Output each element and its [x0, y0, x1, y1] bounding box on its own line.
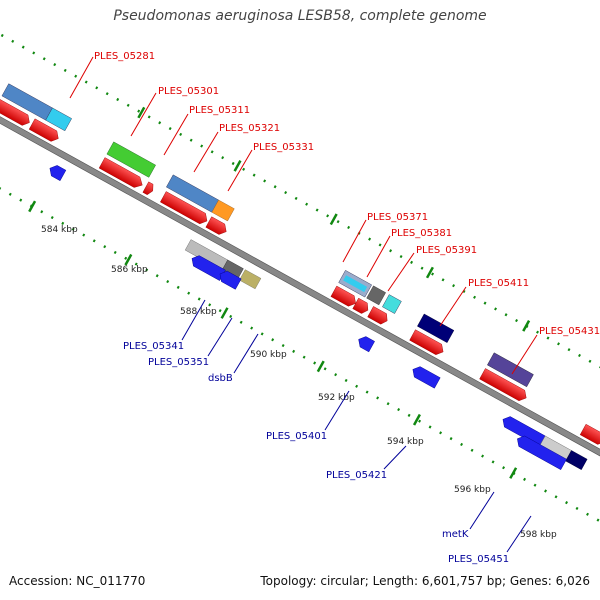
leader-line	[366, 235, 391, 278]
map-title: Pseudomonas aeruginosa LESB58, complete …	[113, 8, 487, 24]
guide-line-outer	[0, 33, 600, 405]
gene-arrow[interactable]	[500, 414, 546, 447]
gene-block[interactable]	[45, 107, 72, 132]
gene-arrow[interactable]	[367, 306, 390, 326]
leader-line	[69, 56, 94, 99]
kbp-label: 590 kbp	[250, 350, 287, 360]
leader-line	[342, 219, 367, 263]
gene-block[interactable]	[487, 352, 534, 388]
leader-line	[207, 317, 233, 357]
bottom-row-2	[189, 253, 567, 470]
leader-line	[130, 92, 157, 137]
gene-block[interactable]	[565, 450, 588, 470]
gene-arrow[interactable]	[352, 297, 371, 315]
kbp-ticks	[28, 106, 531, 479]
track-frame	[0, 33, 600, 523]
gene-block[interactable]	[106, 141, 156, 178]
bottom-gene-labels: PLES_05341 PLES_05351 dsbB PLES_05401 PL…	[123, 299, 532, 565]
leader-line	[227, 149, 253, 192]
gene-block[interactable]	[239, 269, 262, 290]
genome-backbone	[0, 97, 600, 473]
leader-line	[193, 131, 219, 173]
gene-arrow[interactable]	[330, 285, 359, 309]
gene-arrow[interactable]	[98, 157, 145, 191]
bottom-row-1	[47, 163, 588, 470]
leader-line	[181, 299, 206, 341]
gene-label[interactable]: PLES_05371	[367, 212, 428, 223]
gene-label[interactable]: dsbB	[208, 373, 233, 384]
gene-arrow[interactable]	[28, 118, 61, 144]
gene-label[interactable]: PLES_05411	[468, 278, 529, 289]
gene-label[interactable]: PLES_05341	[123, 341, 184, 352]
gene-arrow[interactable]	[0, 99, 32, 127]
gene-arrow[interactable]	[217, 269, 242, 290]
leader-line	[469, 491, 495, 530]
gene-label[interactable]: PLES_05431	[539, 326, 600, 337]
leader-line	[439, 286, 467, 327]
gene-block[interactable]	[417, 313, 455, 343]
gene-label[interactable]: metK	[442, 529, 469, 540]
gene-arrow[interactable]	[160, 191, 210, 227]
leader-line	[506, 515, 532, 553]
gene-arrow[interactable]	[205, 216, 229, 237]
gene-label[interactable]: PLES_05451	[448, 554, 509, 565]
gene-arrow[interactable]	[47, 163, 67, 182]
gene-arrow[interactable]	[479, 368, 530, 403]
kbp-label: 592 kbp	[318, 393, 355, 403]
kbp-label: 586 kbp	[111, 265, 148, 275]
gene-label[interactable]: PLES_05321	[219, 123, 280, 134]
gene-arrow[interactable]	[514, 434, 567, 470]
gene-block[interactable]	[382, 294, 402, 314]
leader-line	[383, 445, 407, 470]
gene-arrow[interactable]	[409, 329, 446, 357]
top-row-red	[0, 99, 600, 447]
gene-label[interactable]: PLES_05301	[158, 86, 219, 97]
gene-arrow[interactable]	[142, 181, 156, 196]
accession-text: Accession: NC_011770	[9, 574, 146, 588]
leader-line	[511, 334, 538, 375]
kbp-label: 596 kbp	[454, 485, 491, 495]
gene-arrow[interactable]	[410, 364, 441, 389]
topology-text: Topology: circular; Length: 6,601,757 bp…	[260, 574, 590, 588]
gene-label[interactable]: PLES_05311	[189, 105, 250, 116]
guide-line-inner	[0, 151, 600, 523]
leader-line	[387, 252, 415, 292]
leader-line	[233, 333, 259, 374]
leader-line	[324, 390, 350, 431]
gene-label[interactable]: PLES_05391	[416, 245, 477, 256]
kbp-label: 598 kbp	[520, 530, 557, 540]
gene-arrow[interactable]	[579, 423, 600, 447]
leader-line	[163, 113, 189, 156]
gene-label[interactable]: PLES_05381	[391, 228, 452, 239]
gene-label[interactable]: PLES_05351	[148, 357, 209, 368]
kbp-label: 594 kbp	[387, 437, 424, 447]
top-row-colored	[1, 83, 534, 388]
gene-label[interactable]: PLES_05421	[326, 470, 387, 481]
kbp-label: 584 kbp	[41, 225, 78, 235]
top-gene-labels: PLES_05281 PLES_05301 PLES_05311 PLES_05…	[69, 51, 600, 375]
gene-arrow[interactable]	[356, 334, 375, 353]
gene-arrow[interactable]	[189, 253, 226, 281]
gene-label[interactable]: PLES_05401	[266, 431, 327, 442]
gene-label[interactable]: PLES_05281	[94, 51, 155, 62]
gene-block[interactable]	[211, 199, 235, 222]
gene-label[interactable]: PLES_05331	[253, 142, 314, 153]
gene-block[interactable]	[343, 275, 368, 293]
gene-block[interactable]	[366, 285, 386, 306]
